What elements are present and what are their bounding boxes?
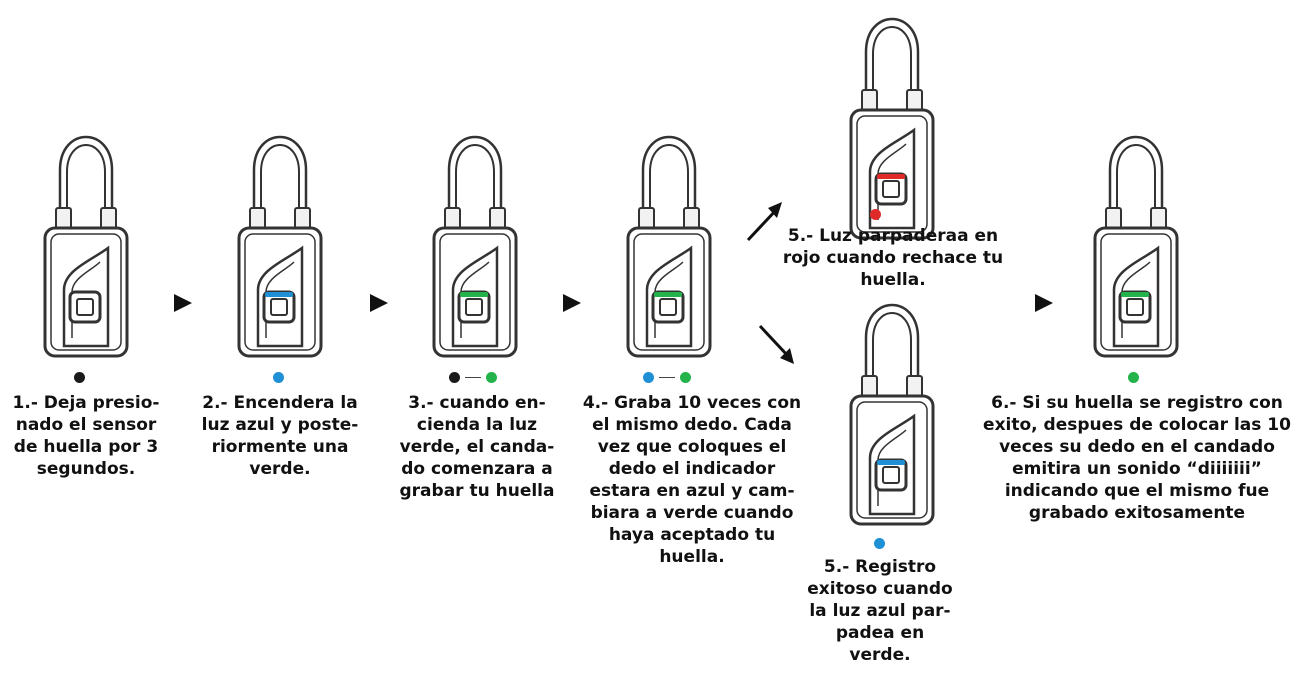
caption-step6: 6.- Si su huella se registro con exito, … <box>983 393 1291 523</box>
light-dot-blue <box>874 538 885 549</box>
arrow-right-icon <box>563 294 581 312</box>
padlock-step6 <box>1092 120 1180 360</box>
padlock-step5-red <box>848 2 936 242</box>
caption-step5-red: 5.- Luz parpaderaa en rojo cuando rechac… <box>782 226 1004 290</box>
indicator-step5-red <box>870 209 882 223</box>
caption-step5-blue: 5.- Registro exitoso cuando la luz azul … <box>807 557 953 665</box>
padlock-step1 <box>42 120 130 360</box>
caption-step4: 4.- Graba 10 veces con el mismo dedo. Ca… <box>582 393 802 567</box>
light-dot-red <box>870 209 881 220</box>
padlock-icon <box>237 135 323 358</box>
arrow-right-icon <box>1035 294 1053 312</box>
caption-step2: 2.- Encendera la luz azul y poste- riorm… <box>201 393 359 479</box>
light-dot-black <box>74 372 85 383</box>
indicator-step5-blue <box>874 538 886 552</box>
padlock-step5-blue <box>848 288 936 528</box>
padlock-icon <box>626 135 712 358</box>
padlock-icon <box>1093 135 1179 358</box>
light-dot-blue <box>273 372 284 383</box>
transition-arrow <box>659 377 675 378</box>
indicator-step3 <box>449 372 501 386</box>
padlock-step4 <box>625 120 713 360</box>
light-dot-green <box>680 372 691 383</box>
padlock-icon <box>849 17 935 240</box>
caption-step3: 3.- cuando en- cienda la luz verde, el c… <box>399 393 555 501</box>
padlock-step2 <box>236 120 324 360</box>
caption-step1: 1.- Deja presio- nado el sensor de huell… <box>12 393 160 479</box>
light-dot-blue <box>643 372 654 383</box>
transition-arrow <box>465 377 481 378</box>
padlock-step3 <box>431 120 519 360</box>
arrow-down-right-icon <box>758 324 794 364</box>
indicator-step1 <box>74 372 86 386</box>
indicator-step2 <box>273 372 285 386</box>
arrow-up-right-icon <box>746 202 782 242</box>
arrow-right-icon <box>174 294 192 312</box>
light-dot-green <box>1128 372 1139 383</box>
indicator-step6 <box>1128 372 1140 386</box>
light-dot-green <box>486 372 497 383</box>
light-dot-black <box>449 372 460 383</box>
padlock-icon <box>43 135 129 358</box>
indicator-step4 <box>643 372 695 386</box>
padlock-icon <box>432 135 518 358</box>
padlock-icon <box>849 303 935 526</box>
arrow-right-icon <box>370 294 388 312</box>
